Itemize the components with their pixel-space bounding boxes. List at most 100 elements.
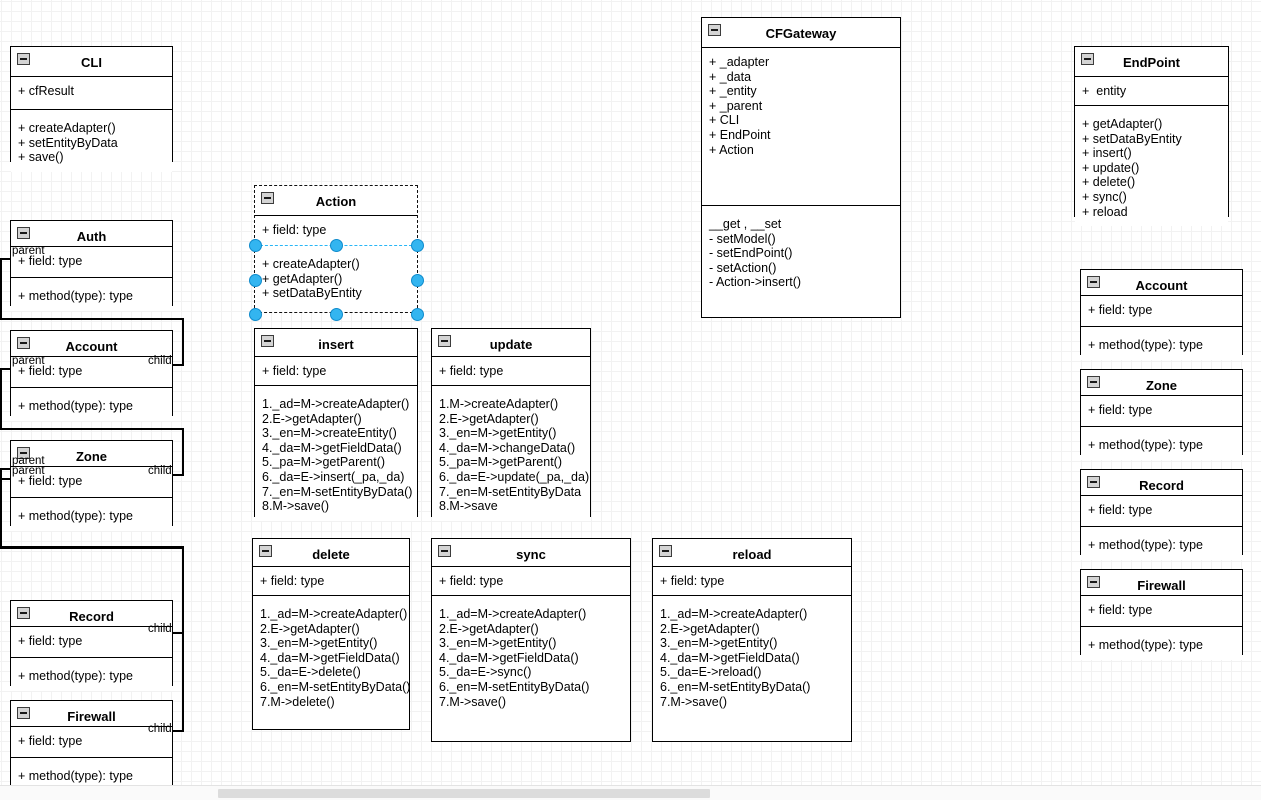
class-header-zone-left[interactable]: Zone — [11, 441, 172, 467]
class-operations-account-right[interactable]: + method(type): type — [1081, 326, 1242, 360]
class-header-reload[interactable]: reload — [653, 539, 851, 567]
class-operations-cfgateway[interactable]: __get , __set- setModel()- setEndPoint()… — [702, 205, 900, 297]
class-header-delete[interactable]: delete — [253, 539, 409, 567]
collapse-minus-icon[interactable] — [17, 607, 30, 619]
collapse-minus-icon[interactable] — [1081, 53, 1094, 65]
operation-row: 7._en=M-setEntityByData() — [262, 484, 413, 499]
collapse-minus-icon[interactable] — [708, 24, 721, 36]
class-header-account-right[interactable]: Account — [1081, 270, 1242, 296]
collapse-minus-icon[interactable] — [261, 335, 274, 347]
class-attributes-zone-right[interactable]: + field: type — [1081, 396, 1242, 426]
class-operations-update[interactable]: 1.M->createAdapter()2.E->getAdapter()3._… — [432, 385, 590, 521]
class-attributes-account-left[interactable]: + field: type — [11, 357, 172, 387]
collapse-minus-icon[interactable] — [17, 707, 30, 719]
class-header-sync[interactable]: sync — [432, 539, 630, 567]
collapse-minus-icon[interactable] — [259, 545, 272, 557]
collapse-minus-icon[interactable] — [17, 53, 30, 65]
class-attributes-delete[interactable]: + field: type — [253, 567, 409, 595]
class-attributes-reload[interactable]: + field: type — [653, 567, 851, 595]
class-header-firewall-left[interactable]: Firewall — [11, 701, 172, 727]
resize-handle[interactable] — [411, 274, 424, 287]
class-header-action[interactable]: Action — [255, 186, 417, 216]
class-box-record-right[interactable]: Record+ field: type+ method(type): type — [1080, 469, 1243, 560]
class-operations-cli[interactable]: + createAdapter()+ setEntityByData+ save… — [11, 109, 172, 172]
class-operations-account-left[interactable]: + method(type): type — [11, 387, 172, 421]
collapse-minus-icon[interactable] — [1087, 576, 1100, 588]
class-attributes-firewall-right[interactable]: + field: type — [1081, 596, 1242, 626]
collapse-minus-icon[interactable] — [438, 545, 451, 557]
class-box-firewall-left[interactable]: Firewall+ field: type+ method(type): typ… — [10, 700, 173, 791]
resize-handle[interactable] — [330, 308, 343, 321]
resize-handle[interactable] — [411, 239, 424, 252]
resize-handle[interactable] — [330, 239, 343, 252]
class-header-firewall-right[interactable]: Firewall — [1081, 570, 1242, 596]
class-box-cfgateway[interactable]: CFGateway+ _adapter+ _data+ _entity+ _pa… — [701, 17, 901, 318]
class-box-firewall-right[interactable]: Firewall+ field: type+ method(type): typ… — [1080, 569, 1243, 660]
class-operations-insert[interactable]: 1._ad=M->createAdapter()2.E->getAdapter(… — [255, 385, 417, 521]
class-header-auth[interactable]: Auth — [11, 221, 172, 247]
class-box-endpoint[interactable]: EndPoint+ entity+ getAdapter()+ setDataB… — [1074, 46, 1229, 227]
class-box-zone-left[interactable]: Zone+ field: type+ method(type): type — [10, 440, 173, 531]
class-header-zone-right[interactable]: Zone — [1081, 370, 1242, 396]
class-header-cfgateway[interactable]: CFGateway — [702, 18, 900, 48]
class-attributes-endpoint[interactable]: + entity — [1075, 77, 1228, 105]
class-header-endpoint[interactable]: EndPoint — [1075, 47, 1228, 77]
class-attributes-sync[interactable]: + field: type — [432, 567, 630, 595]
class-header-update[interactable]: update — [432, 329, 590, 357]
class-header-record-left[interactable]: Record — [11, 601, 172, 627]
class-attributes-cli[interactable]: + cfResult — [11, 77, 172, 109]
collapse-minus-icon[interactable] — [261, 192, 274, 204]
resize-handle[interactable] — [249, 239, 262, 252]
class-box-record-left[interactable]: Record+ field: type+ method(type): type — [10, 600, 173, 691]
class-operations-firewall-left[interactable]: + method(type): type — [11, 757, 172, 791]
class-box-auth[interactable]: Auth+ field: type+ method(type): type — [10, 220, 173, 311]
class-header-insert[interactable]: insert — [255, 329, 417, 357]
collapse-minus-icon[interactable] — [17, 447, 30, 459]
class-header-cli[interactable]: CLI — [11, 47, 172, 77]
class-operations-endpoint[interactable]: + getAdapter()+ setDataByEntity+ insert(… — [1075, 105, 1228, 227]
class-box-account-left[interactable]: Account+ field: type+ method(type): type — [10, 330, 173, 421]
collapse-minus-icon[interactable] — [1087, 376, 1100, 388]
collapse-minus-icon[interactable] — [438, 335, 451, 347]
class-attributes-auth[interactable]: + field: type — [11, 247, 172, 277]
class-attributes-record-left[interactable]: + field: type — [11, 627, 172, 657]
class-operations-action[interactable]: + createAdapter()+ getAdapter()+ setData… — [255, 245, 417, 308]
collapse-minus-icon[interactable] — [17, 337, 30, 349]
resize-handle[interactable] — [249, 308, 262, 321]
class-operations-record-right[interactable]: + method(type): type — [1081, 526, 1242, 560]
horizontal-scrollbar[interactable] — [0, 785, 1261, 800]
class-operations-firewall-right[interactable]: + method(type): type — [1081, 626, 1242, 660]
class-attributes-account-right[interactable]: + field: type — [1081, 296, 1242, 326]
collapse-minus-icon[interactable] — [1087, 476, 1100, 488]
class-operations-sync[interactable]: 1._ad=M->createAdapter()2.E->getAdapter(… — [432, 595, 630, 717]
class-header-record-right[interactable]: Record — [1081, 470, 1242, 496]
class-operations-zone-right[interactable]: + method(type): type — [1081, 426, 1242, 460]
class-attributes-update[interactable]: + field: type — [432, 357, 590, 385]
collapse-minus-icon[interactable] — [659, 545, 672, 557]
class-operations-zone-left[interactable]: + method(type): type — [11, 497, 172, 531]
class-operations-auth[interactable]: + method(type): type — [11, 277, 172, 311]
collapse-minus-icon[interactable] — [1087, 276, 1100, 288]
class-header-account-left[interactable]: Account — [11, 331, 172, 357]
class-box-zone-right[interactable]: Zone+ field: type+ method(type): type — [1080, 369, 1243, 460]
class-attributes-zone-left[interactable]: + field: type — [11, 467, 172, 497]
resize-handle[interactable] — [411, 308, 424, 321]
class-box-cli[interactable]: CLI+ cfResult+ createAdapter()+ setEntit… — [10, 46, 173, 172]
collapse-minus-icon[interactable] — [17, 227, 30, 239]
resize-handle[interactable] — [249, 274, 262, 287]
class-box-account-right[interactable]: Account+ field: type+ method(type): type — [1080, 269, 1243, 360]
horizontal-scrollbar-thumb[interactable] — [218, 789, 710, 798]
class-attributes-cfgateway[interactable]: + _adapter+ _data+ _entity+ _parent+ CLI… — [702, 48, 900, 205]
class-attributes-insert[interactable]: + field: type — [255, 357, 417, 385]
class-operations-delete[interactable]: 1._ad=M->createAdapter()2.E->getAdapter(… — [253, 595, 410, 717]
class-attributes-firewall-left[interactable]: + field: type — [11, 727, 172, 757]
class-attributes-record-right[interactable]: + field: type — [1081, 496, 1242, 526]
class-operations-record-left[interactable]: + method(type): type — [11, 657, 172, 691]
class-operations-reload[interactable]: 1._ad=M->createAdapter()2.E->getAdapter(… — [653, 595, 851, 717]
